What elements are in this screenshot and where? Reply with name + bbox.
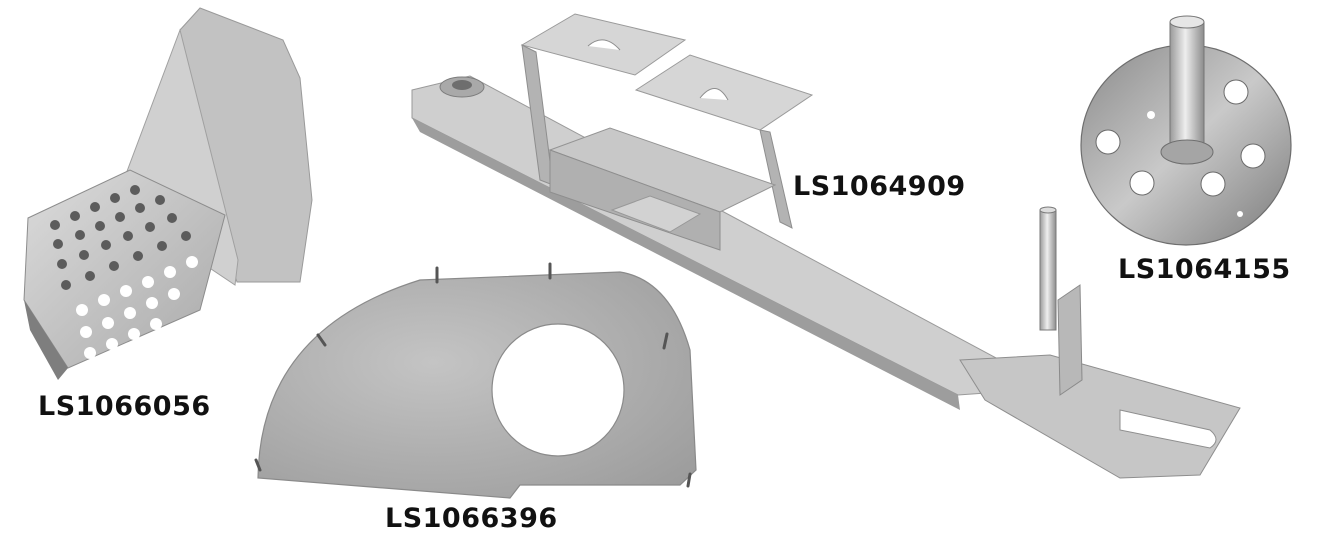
part-number-flange: LS1064155 (1118, 254, 1291, 285)
half-round-plate-part (254, 262, 697, 499)
part-number-frame: LS1064909 (793, 171, 966, 202)
flange-with-pin-part (1080, 15, 1292, 246)
perforated-hopper-part (23, 7, 313, 380)
part-number-plate: LS1066396 (385, 503, 558, 534)
mounting-frame-part (411, 13, 1241, 479)
part-number-hopper: LS1066056 (38, 391, 211, 422)
